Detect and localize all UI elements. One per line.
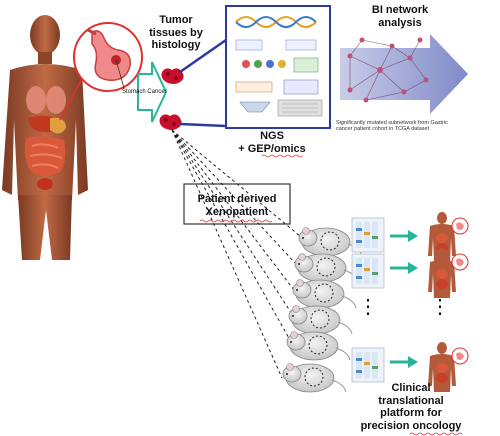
link-line (179, 122, 227, 128)
human-body-icon (2, 15, 88, 260)
ngs-label-line: + GEP/omics (238, 142, 306, 155)
gels-column (351, 217, 385, 383)
mouse-icon (282, 363, 347, 393)
tumor-icon (161, 68, 184, 84)
gel-icon (351, 347, 385, 383)
ngs-label-line: NGS (260, 130, 284, 142)
dashed-connectors (171, 129, 301, 379)
mouse-icon (286, 331, 351, 361)
pdx-label: Patient derived Xenopatient (184, 193, 290, 218)
patients-column (428, 212, 469, 392)
network-caption: Significantly mutated subnetwork from Ga… (336, 120, 470, 133)
teal-arrows (390, 230, 418, 368)
link-line (179, 38, 227, 74)
stomach-icon (87, 28, 131, 81)
clinical-label-line: precision oncology (360, 419, 462, 432)
spell-underline (261, 154, 303, 158)
pdx-label-line: Patient derived (197, 193, 277, 205)
mouse-icon (288, 305, 353, 335)
tumor-label-line: Tumor (159, 14, 193, 26)
pdx-box (183, 183, 291, 225)
clinical-label-line: Clinical (391, 382, 431, 394)
clinical-label-line: platform for (380, 407, 442, 420)
stomach-cancer-label: Stomach Cancer (122, 89, 167, 95)
network-arrow (340, 34, 468, 114)
mouse-icon (298, 227, 363, 257)
bi-label-line: analysis (378, 16, 422, 29)
tumor-icon (159, 114, 182, 130)
arrow-icon (390, 230, 418, 242)
patient-icon (428, 212, 469, 262)
spell-underline (199, 219, 273, 223)
network-graph (349, 39, 427, 101)
bi-network-label: BI network analysis (352, 4, 448, 29)
mouse-icon (292, 279, 357, 309)
ellipsis: ⋮ (430, 296, 450, 318)
ellipsis: ⋮ (358, 296, 378, 318)
arrow-icon (137, 61, 168, 123)
arrow-icon (390, 356, 418, 368)
tumor-label-line: histology (151, 39, 201, 52)
tumor-label-line: tissues by (149, 26, 203, 39)
network-caption-line: Significantly mutated subnetwork from Ga… (336, 120, 448, 126)
gel-icon (351, 253, 385, 289)
gel-icon (351, 217, 385, 253)
mice-column (282, 227, 363, 393)
spell-underline (409, 432, 463, 436)
patient-icon (428, 342, 469, 392)
mouse-icon (294, 253, 359, 283)
pdx-label-line: Xenopatient (205, 205, 269, 218)
bi-label-line: BI network (371, 4, 429, 16)
stomach-callout (59, 22, 143, 121)
clinical-label-line: translational (378, 394, 444, 407)
tumor-label: Tumor tissues by histology (140, 14, 212, 52)
patient-icon (428, 248, 469, 298)
ngs-label: NGS + GEP/omics (222, 130, 322, 155)
clinical-label: Clinical translational platform for prec… (350, 382, 472, 433)
ngs-panel (225, 5, 331, 129)
network-caption-line: cancer patient cohort in TCGA dataset (336, 126, 430, 133)
arrow-icon (390, 262, 418, 274)
